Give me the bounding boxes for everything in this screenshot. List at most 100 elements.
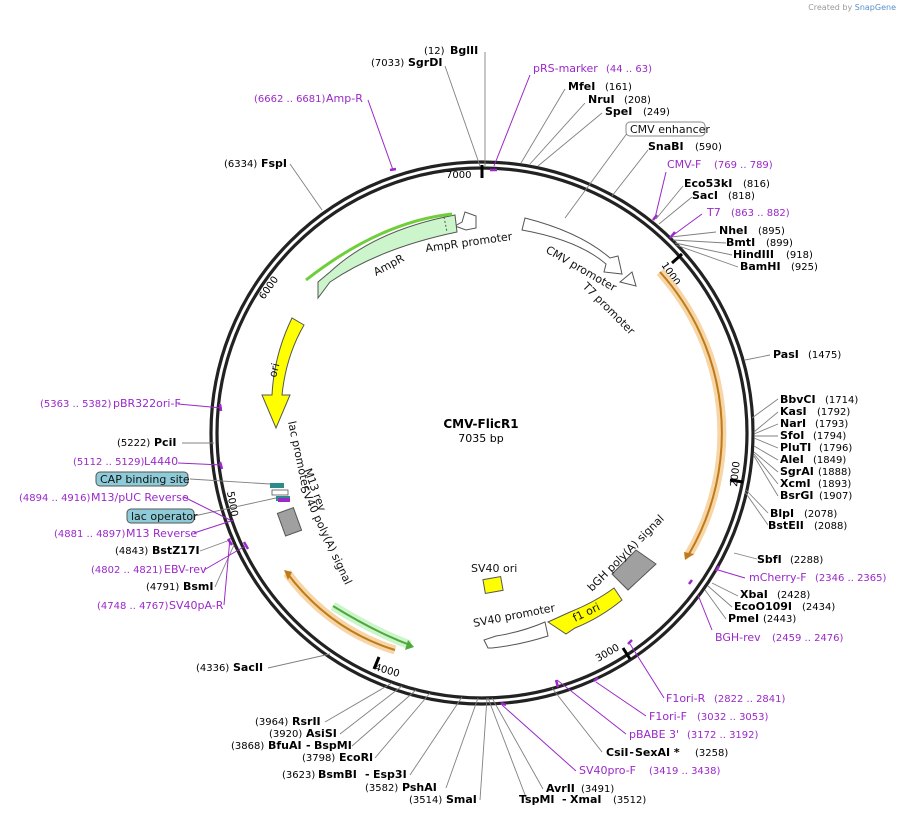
enzyme-bsmbi[interactable]: BsmBI <box>318 768 357 781</box>
primer-sv40pa-r[interactable]: SV40pA-R <box>169 599 224 612</box>
primer-l4440[interactable]: L4440 <box>144 455 178 468</box>
enzyme-xmai[interactable]: XmaI <box>570 793 601 806</box>
enzyme-ecori[interactable]: EcoRI <box>339 751 373 764</box>
enzyme-pshai[interactable]: PshAI <box>402 781 437 794</box>
primer-m13puc-reverse[interactable]: M13/pUC Reverse <box>91 491 189 504</box>
enzyme-sgrdi[interactable]: SgrDI <box>408 56 442 69</box>
tick-mark-1000 <box>670 252 684 265</box>
enzyme-nari[interactable]: NarI <box>780 417 806 430</box>
enzyme-pos-bstz17i: (4843) <box>115 546 148 557</box>
primer-t7[interactable]: T7 <box>706 206 721 219</box>
enzyme-sexai[interactable]: SexAI * <box>635 746 680 759</box>
enzyme-pos-bsmbi: (3623) <box>282 770 315 781</box>
enzyme-esp3i[interactable]: Esp3I <box>373 768 407 781</box>
cmv-promoter-arrow[interactable] <box>521 217 623 275</box>
primer-leader-lines <box>177 74 746 772</box>
orange-orf-right-head <box>684 552 694 560</box>
enzyme-bspmi[interactable]: BspMI <box>314 739 352 752</box>
leader-xcmi <box>753 453 779 485</box>
enzyme-bmti[interactable]: BmtI <box>726 236 755 249</box>
cap-binding-site-box[interactable] <box>95 471 189 487</box>
enzyme-bsmi[interactable]: BsmI <box>183 580 214 593</box>
orange-orf-right-line <box>659 271 723 555</box>
enzyme-bsteii[interactable]: BstEII <box>768 519 804 532</box>
enzyme-spei[interactable]: SpeI <box>605 105 632 118</box>
m13-rev-marker[interactable] <box>278 498 290 502</box>
primer-pos-amp-r: (6662 .. 6681) <box>254 94 326 105</box>
primer-prs-marker[interactable]: pRS-marker <box>533 62 598 75</box>
enzyme-pos-bamhi: (925) <box>791 262 818 273</box>
enzyme-pmei[interactable]: PmeI <box>728 612 759 625</box>
enzyme-sbfi[interactable]: SbfI <box>757 553 782 566</box>
leader-cmv-f <box>654 171 667 219</box>
leader-sacii <box>267 653 331 669</box>
enzyme-blpi[interactable]: BlpI <box>770 507 794 520</box>
primer-pbabe3[interactable]: pBABE 3' <box>629 728 679 741</box>
leader-t7 <box>671 213 703 237</box>
enzyme-snabi[interactable]: SnaBI <box>648 140 684 153</box>
primer-sv40pro-f[interactable]: SV40pro-F <box>579 764 636 777</box>
primer-pos-pbr322ori-f: (5363 .. 5382) <box>40 399 112 410</box>
tick-mark-4000 <box>372 656 381 670</box>
sv40-promoter-arrow[interactable] <box>483 621 549 649</box>
lac-operator-box[interactable] <box>126 508 195 524</box>
leader-alei <box>753 445 779 461</box>
enzyme-pluti[interactable]: PluTI <box>780 441 811 454</box>
leader-asisi <box>339 685 403 735</box>
enzyme-csii[interactable]: CsiI <box>606 746 628 759</box>
enzyme-alei[interactable]: AleI <box>780 453 804 466</box>
enzyme-rsrii[interactable]: RsrII <box>292 715 321 728</box>
enzyme-pos-ecori: (3798) <box>302 753 335 764</box>
leader-bsmi <box>214 544 235 588</box>
ampr-feature-arrow[interactable] <box>317 214 458 300</box>
enzyme-tspmi[interactable]: TspMI <box>519 793 555 806</box>
ori-feature-arrow[interactable] <box>261 317 305 430</box>
ampr-promoter-arrow[interactable] <box>453 211 477 231</box>
sv40-polya-block[interactable] <box>276 507 303 537</box>
t7-promoter-arrow[interactable] <box>618 271 637 287</box>
enzyme-avrii[interactable]: AvrII <box>546 782 575 795</box>
cmv-enhancer-box[interactable] <box>625 121 706 137</box>
leader-ecori <box>374 692 431 759</box>
enzyme-asisi[interactable]: AsiSI <box>306 727 337 740</box>
enzyme-pos-sgrai: (1888) <box>818 467 851 478</box>
primer-f1ori-f[interactable]: F1ori-F <box>649 710 687 723</box>
enzyme-saci[interactable]: SacI <box>692 189 718 202</box>
leader-csii <box>551 687 603 753</box>
primer-f1ori-r[interactable]: F1ori-R <box>666 692 706 705</box>
enzyme-nhei[interactable]: NheI <box>719 224 748 237</box>
enzyme-xcmi[interactable]: XcmI <box>780 477 811 490</box>
lac-promoter-marker[interactable] <box>271 489 289 496</box>
enzyme-bbvci[interactable]: BbvCI <box>780 393 816 406</box>
primer-pbr322ori-f[interactable]: pBR322ori-F <box>113 397 181 410</box>
enzyme-hindiii[interactable]: HindIII <box>733 248 774 261</box>
enzyme-bglii[interactable]: BglII <box>450 44 478 57</box>
enzyme-bstz17i[interactable]: BstZ17I <box>152 544 200 557</box>
enzyme-ecoo109i[interactable]: EcoO109I <box>734 600 792 613</box>
primer-ebv-rev[interactable]: EBV-rev <box>164 563 207 576</box>
f1-ori-arrow[interactable] <box>546 587 623 635</box>
enzyme-eco53ki[interactable]: Eco53kI <box>684 177 732 190</box>
enzyme-sfoi[interactable]: SfoI <box>780 429 804 442</box>
sv40-ori-block[interactable] <box>482 575 504 595</box>
enzyme-fspi[interactable]: FspI <box>261 157 287 170</box>
enzyme-pcii[interactable]: PciI <box>154 436 176 449</box>
enzyme-bfuai[interactable]: BfuAI <box>268 739 302 752</box>
primer-mcherry-f[interactable]: mCherry-F <box>749 571 807 584</box>
enzyme-smai[interactable]: SmaI <box>446 793 477 806</box>
enzyme-bamhi[interactable]: BamHI <box>740 260 781 273</box>
bgh-polya-block[interactable] <box>611 549 657 591</box>
enzyme-bsrgi[interactable]: BsrGI <box>780 489 813 502</box>
enzyme-xbai[interactable]: XbaI <box>740 588 768 601</box>
enzyme-sacii[interactable]: SacII <box>233 661 263 674</box>
primer-m13-reverse[interactable]: M13 Reverse <box>126 527 197 540</box>
primer-bgh-rev[interactable]: BGH-rev <box>715 631 761 644</box>
enzyme-kasi[interactable]: KasI <box>780 405 807 418</box>
enzyme-mfei[interactable]: MfeI <box>568 80 595 93</box>
primer-amp-r[interactable]: Amp-R <box>326 92 363 105</box>
primer-cmv-f[interactable]: CMV-F <box>667 158 701 171</box>
cap-binding-marker[interactable] <box>270 483 284 488</box>
enzyme-sgrai[interactable]: SgrAI <box>780 465 814 478</box>
enzyme-nrui[interactable]: NruI <box>588 93 615 106</box>
enzyme-pasi[interactable]: PasI <box>773 348 799 361</box>
